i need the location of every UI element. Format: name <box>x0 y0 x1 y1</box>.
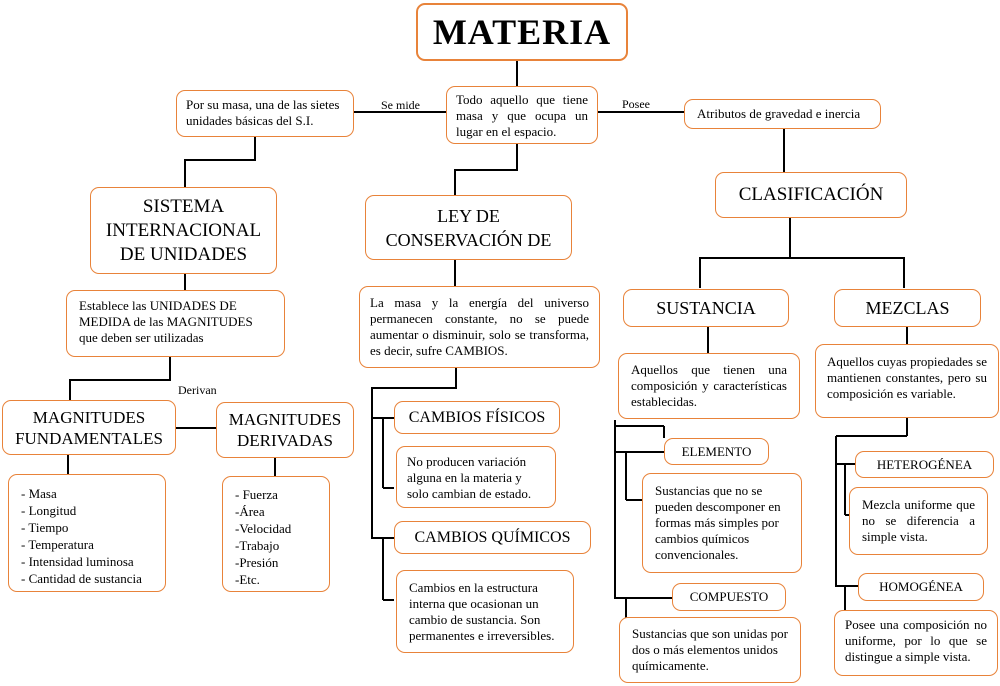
chemical-desc-text: Cambios en la estructura interna que oca… <box>409 580 555 643</box>
law-desc-node: La masa y la energía del universo perman… <box>359 286 600 368</box>
law-title-node: LEY DE CONSERVACIÓN DE <box>365 195 572 260</box>
element-title-node: ELEMENTO <box>664 438 769 465</box>
mixtures-desc-node: Aquellos cuyas propiedades se mantienen … <box>815 344 999 418</box>
fundamental-list-node: - Masa - Longitud - Tiempo - Temperatura… <box>8 474 166 592</box>
classification-title: CLASIFICACIÓN <box>738 184 884 205</box>
root-node: MATERIA <box>416 3 628 61</box>
attributes-node: Atributos de gravedad e inercia <box>684 99 881 129</box>
si-title: SISTEMA INTERNACIONAL DE UNIDADES <box>105 195 262 265</box>
derived-title: MAGNITUDES DERIVADAS <box>228 410 342 450</box>
heterogeneous-desc-node: Mezcla uniforme que no se diferencia a s… <box>849 487 988 555</box>
chemical-title-node: CAMBIOS QUÍMICOS <box>394 521 591 554</box>
substance-desc-node: Aquellos que tienen una composición y ca… <box>618 353 800 419</box>
derived-list-node: - Fuerza -Área -Velocidad -Trabajo -Pres… <box>222 476 330 592</box>
list-item: -Trabajo <box>235 538 280 553</box>
list-item: - Cantidad de sustancia <box>21 571 142 586</box>
list-item: - Masa <box>21 486 57 501</box>
substance-desc-text: Aquellos que tienen una composición y ca… <box>631 362 787 409</box>
law-title: LEY DE CONSERVACIÓN DE <box>385 205 552 250</box>
list-item: - Intensidad luminosa <box>21 554 134 569</box>
definition-text: Todo aquello que tiene masa y que ocupa … <box>456 92 588 139</box>
attributes-text: Atributos de gravedad e inercia <box>697 106 861 121</box>
mixtures-title-node: MEZCLAS <box>834 289 981 327</box>
homogeneous-desc-text: Posee una composición no uniforme, por l… <box>845 617 987 664</box>
fundamental-title: MAGNITUDES FUNDAMENTALES <box>15 407 163 448</box>
compound-desc-node: Sustancias que son unidas por dos o más … <box>619 617 801 683</box>
measure-note-node: Por su masa, una de las sietes unidades … <box>176 90 354 137</box>
si-title-node: SISTEMA INTERNACIONAL DE UNIDADES <box>90 187 277 274</box>
list-item: - Temperatura <box>21 537 94 552</box>
homogeneous-title-node: HOMOGÉNEA <box>858 573 984 601</box>
element-title: ELEMENTO <box>681 443 752 459</box>
link-posee: Posee <box>622 97 650 111</box>
definition-node: Todo aquello que tiene masa y que ocupa … <box>446 86 598 144</box>
classification-title-node: CLASIFICACIÓN <box>715 172 907 218</box>
root-title: MATERIA <box>432 12 612 52</box>
compound-title-node: COMPUESTO <box>672 583 786 611</box>
physical-desc-node: No producen variación alguna en la mater… <box>396 446 556 508</box>
substance-title-node: SUSTANCIA <box>623 289 789 327</box>
list-item: -Área <box>235 504 265 519</box>
fundamental-title-node: MAGNITUDES FUNDAMENTALES <box>2 400 176 455</box>
si-desc-node: Establece las UNIDADES DE MEDIDA de las … <box>66 290 285 357</box>
compound-desc-text: Sustancias que son unidas por dos o más … <box>632 626 788 673</box>
mixtures-title: MEZCLAS <box>865 297 950 318</box>
substance-title: SUSTANCIA <box>656 297 756 318</box>
law-desc-text: La masa y la energía del universo perman… <box>370 295 589 358</box>
chemical-desc-node: Cambios en la estructura interna que oca… <box>396 570 574 653</box>
element-desc-text: Sustancias que no se pueden descomponer … <box>655 483 781 562</box>
list-item: -Velocidad <box>235 521 292 536</box>
link-derivan: Derivan <box>178 383 217 397</box>
chemical-title: CAMBIOS QUÍMICOS <box>414 528 571 546</box>
list-item: -Etc. <box>235 572 260 587</box>
physical-title: CAMBIOS FÍSICOS <box>408 408 546 426</box>
heterogeneous-title-node: HETEROGÉNEA <box>855 451 994 478</box>
homogeneous-title: HOMOGÉNEA <box>879 579 963 594</box>
heterogeneous-title: HETEROGÉNEA <box>876 456 973 472</box>
list-item: -Presión <box>235 555 279 570</box>
physical-title-node: CAMBIOS FÍSICOS <box>394 401 560 434</box>
derived-list: - Fuerza -Área -Velocidad -Trabajo -Pres… <box>235 486 317 588</box>
element-desc-node: Sustancias que no se pueden descomponer … <box>642 473 802 573</box>
physical-desc-text: No producen variación alguna en la mater… <box>407 454 532 501</box>
mixtures-desc-text: Aquellos cuyas propiedades se mantienen … <box>827 354 987 401</box>
link-se-mide: Se mide <box>381 98 420 112</box>
list-item: - Longitud <box>21 503 77 518</box>
fundamental-list: - Masa - Longitud - Tiempo - Temperatura… <box>21 485 153 587</box>
measure-note-text: Por su masa, una de las sietes unidades … <box>186 97 340 128</box>
derived-title-node: MAGNITUDES DERIVADAS <box>216 402 354 458</box>
list-item: - Fuerza <box>235 487 278 502</box>
si-desc-text: Establece las UNIDADES DE MEDIDA de las … <box>79 298 253 345</box>
list-item: - Tiempo <box>21 520 69 535</box>
heterogeneous-desc-text: Mezcla uniforme que no se diferencia a s… <box>862 497 975 544</box>
compound-title: COMPUESTO <box>689 589 769 604</box>
homogeneous-desc-node: Posee una composición no uniforme, por l… <box>834 610 998 676</box>
